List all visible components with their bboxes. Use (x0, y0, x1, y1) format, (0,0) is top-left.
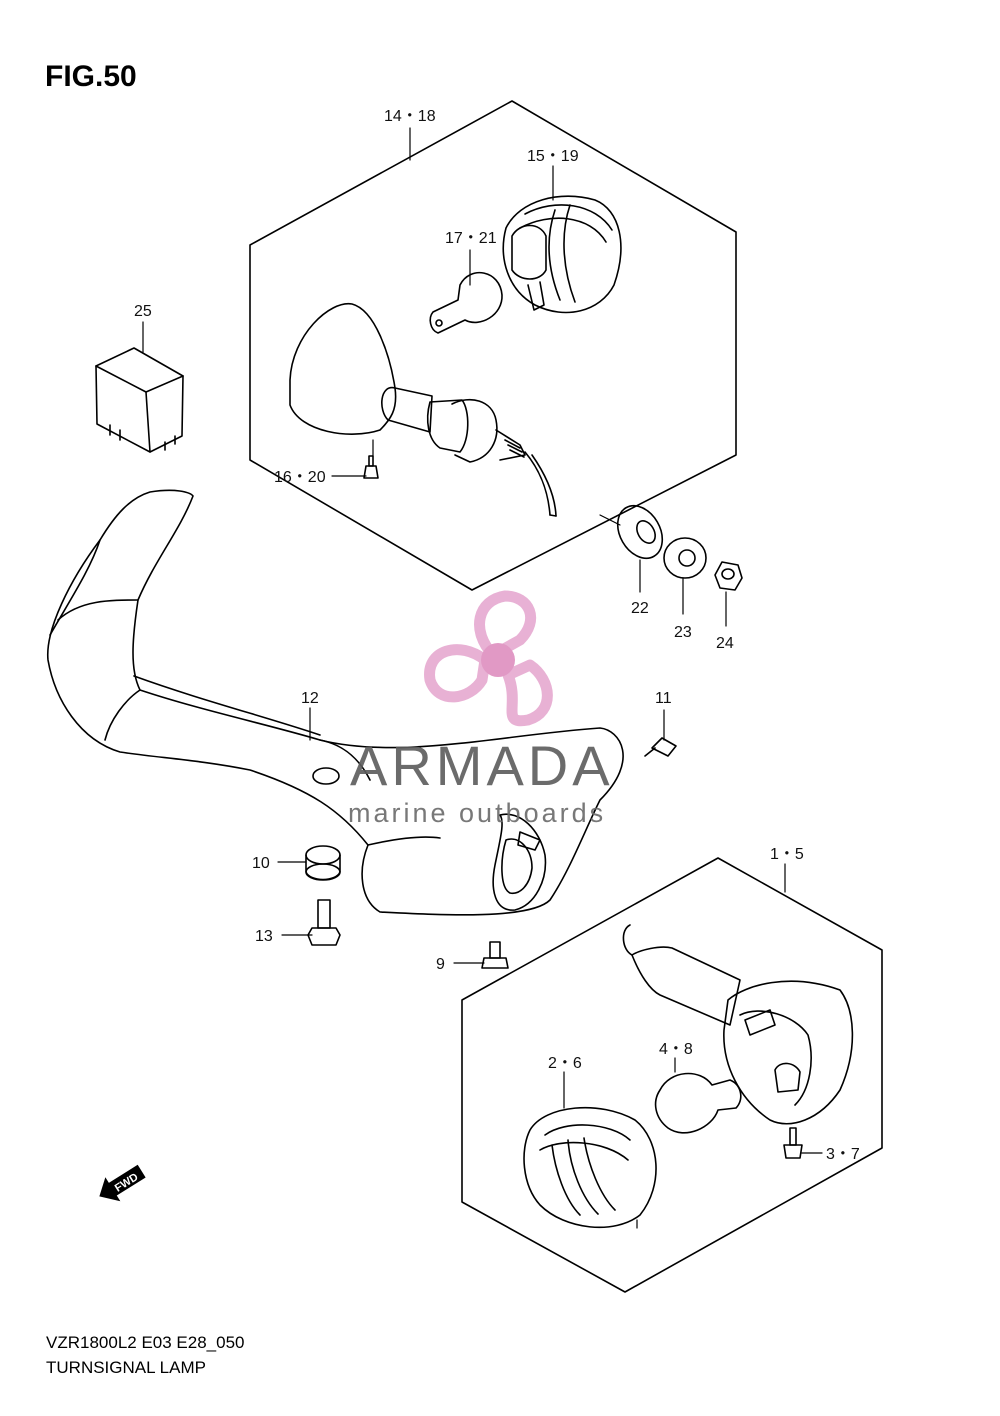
model-code: VZR1800L2 E03 E28_050 (46, 1333, 245, 1352)
watermark-tagline: marine outboards (348, 798, 606, 828)
grommet-10 (305, 845, 341, 881)
diagram-caption: TURNSIGNAL LAMP (46, 1358, 206, 1377)
callout-15-19: 15・19 (527, 148, 579, 165)
callout-12: 12 (301, 690, 319, 707)
watermark-logo-icon (424, 590, 553, 727)
callout-1-5: 1・5 (770, 846, 804, 863)
screw-11 (644, 737, 677, 757)
callout-2-6: 2・6 (548, 1055, 582, 1072)
forward-arrow-icon: FWD (99, 1164, 146, 1202)
washer-23 (663, 537, 707, 579)
lower-lens (523, 1106, 657, 1229)
callout-13: 13 (255, 928, 273, 945)
callout-4-8: 4・8 (659, 1041, 693, 1058)
lower-assembly-outline (461, 857, 883, 1293)
watermark: ARMADA marine outboards (348, 590, 614, 828)
lower-bulb (654, 1072, 742, 1134)
screw-9 (481, 941, 509, 969)
lower-screw (783, 1127, 803, 1159)
callout-3-7: 3・7 (826, 1146, 860, 1163)
callout-labels: 14・18 15・19 17・21 25 16・20 22 23 24 12 1… (134, 108, 860, 1163)
callout-17-21: 17・21 (445, 230, 497, 247)
relay-25 (95, 347, 184, 453)
callout-10: 10 (252, 855, 270, 872)
upper-assembly-outline (249, 100, 737, 591)
nut-24 (714, 561, 743, 591)
callout-22: 22 (631, 600, 649, 617)
upper-screw (363, 455, 379, 479)
callout-16-20: 16・20 (274, 469, 326, 486)
washer-22 (616, 504, 664, 560)
upper-signal-body (289, 303, 557, 517)
bolt-13 (307, 899, 341, 946)
callout-14-18: 14・18 (384, 108, 436, 125)
callout-24: 24 (716, 635, 734, 652)
bracket-12 (47, 489, 624, 916)
callout-23: 23 (674, 624, 692, 641)
callout-9: 9 (436, 956, 445, 973)
upper-lens-housing (502, 195, 622, 314)
watermark-brand: ARMADA (350, 734, 614, 797)
leader-lines (142, 127, 823, 1229)
callout-25: 25 (134, 303, 152, 320)
callout-11: 11 (655, 690, 672, 707)
figure-title: FIG.50 (45, 60, 137, 93)
lower-signal-body (622, 924, 854, 1125)
upper-bulb (429, 271, 503, 334)
